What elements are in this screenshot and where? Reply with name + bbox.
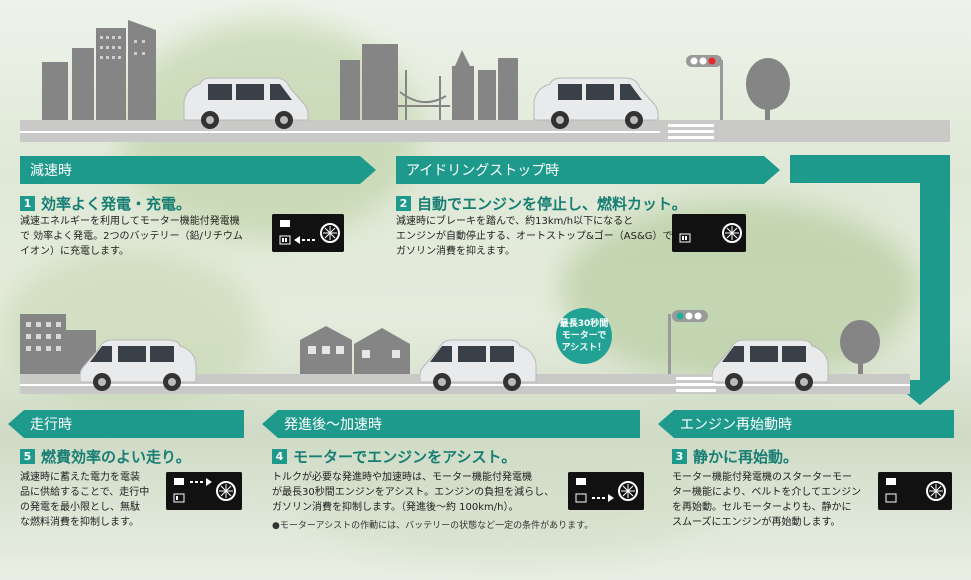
stage-number: 5 (20, 449, 35, 464)
tree-bottom (840, 320, 880, 376)
diagram-supply-panel (166, 472, 242, 510)
stage-number: 4 (272, 449, 287, 464)
car-accel (420, 336, 550, 392)
stage-1-heading: 1 効率よく発電・充電。 (20, 193, 191, 214)
crosswalk (676, 377, 716, 392)
banner-accel: 発進後～加速時 (262, 410, 640, 438)
stage-3-heading: 3 静かに再始動。 (672, 446, 798, 467)
stage-4-heading: 4 モーターでエンジンをアシスト。 (272, 446, 516, 467)
stage-number: 1 (20, 196, 35, 211)
battery-lead-icon (576, 478, 586, 485)
stage-4-note: ●モーターアシストの作動には、バッテリーの状態など一定の条件があります。 (272, 518, 593, 531)
car-restart (712, 336, 832, 392)
diagram-stop-panel (672, 214, 746, 252)
banner-decel: 減速時 (20, 156, 376, 184)
banner-cruise: 走行時 (8, 410, 244, 438)
stage-title: 静かに再始動。 (693, 446, 798, 467)
stage-5-heading: 5 燃費効率のよい走り。 (20, 446, 191, 467)
stage-4-body: トルクが必要な発進時や加速時は、モーター機能付発電機 が最長30秒間エンジンをア… (272, 470, 572, 515)
road-line (20, 131, 660, 133)
battery-lead-icon (886, 478, 896, 485)
bridge (398, 70, 450, 120)
battery-lead-icon (174, 478, 184, 485)
traffic-light-green (668, 310, 708, 378)
diagram-assist-panel (568, 472, 644, 510)
banner-restart: エンジン再始動時 (658, 410, 954, 438)
stage-1-body: 減速エネルギーを利用してモーター機能付発電機 で 効率よく発電。2つのバッテリー… (20, 214, 270, 259)
stage-2-heading: 2 自動でエンジンを停止し、燃料カット。 (396, 193, 687, 214)
stage-number: 2 (396, 196, 411, 211)
stage-title: 自動でエンジンを停止し、燃料カット。 (417, 193, 687, 214)
traffic-light-red (686, 55, 723, 124)
tree-top (746, 58, 790, 124)
stage-5-body: 減速時に蓄えた電力を電装 品に供給することで、走行中 の発電を最小限とし、無駄 … (20, 470, 170, 530)
stage-number: 3 (672, 449, 687, 464)
stage-title: 燃費効率のよい走り。 (41, 446, 191, 467)
diagram-charge-panel (272, 214, 344, 252)
assist-bubble: 最長30秒間 モーターで アシスト！ (556, 308, 612, 364)
car-idle (530, 74, 660, 130)
crosswalk (668, 124, 714, 140)
car-decel (180, 74, 310, 130)
diagram-restart-panel (878, 472, 952, 510)
stage-3-body: モーター機能付発電機のスターターモー ター機能により、ベルトを介してエンジン を… (672, 470, 872, 530)
stage-title: モーターでエンジンをアシスト。 (293, 446, 516, 467)
stage-2-body: 減速時にブレーキを踏んで、約13km/h以下になると エンジンが自動停止する、オ… (396, 214, 676, 259)
car-cruise (80, 336, 200, 392)
battery-lead-icon (280, 220, 290, 227)
city-buildings-left (42, 20, 156, 120)
banner-idle: アイドリングストップ時 (396, 156, 780, 184)
stage-title: 効率よく発電・充電。 (41, 193, 191, 214)
city-buildings-center (340, 44, 518, 122)
